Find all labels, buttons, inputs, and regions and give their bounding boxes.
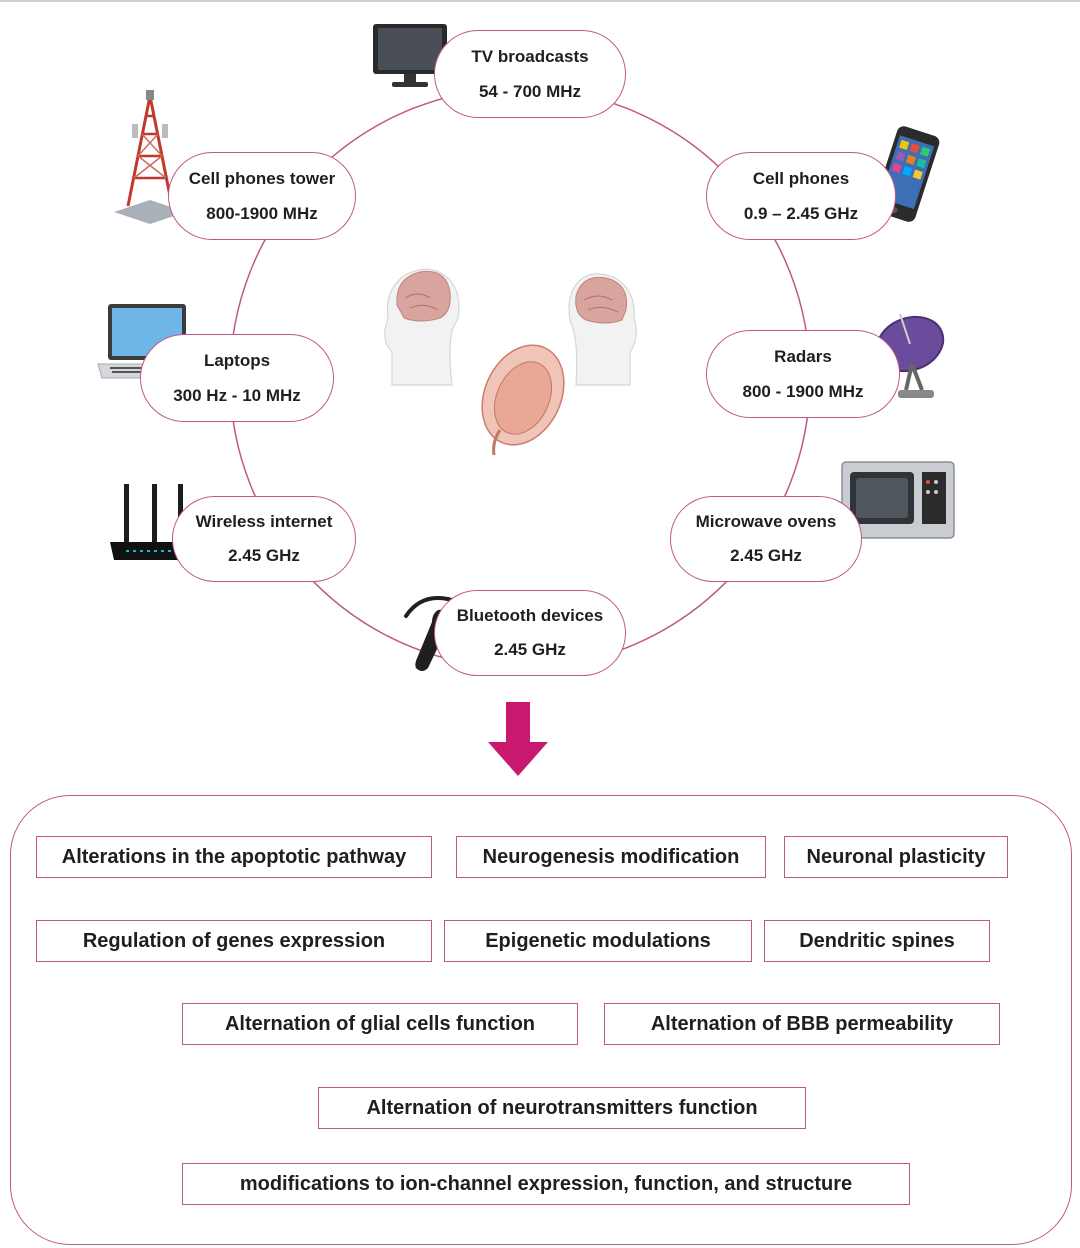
fetus-icon <box>481 344 565 456</box>
effect-epigenetic: Epigenetic modulations <box>444 920 752 962</box>
source-name: Cell phones tower <box>188 168 336 188</box>
source-cell-phones: Cell phones 0.9 – 2.45 GHz <box>706 152 896 240</box>
source-radars: Radars 800 - 1900 MHz <box>706 330 900 418</box>
source-name: Radars <box>774 346 832 366</box>
source-name: Microwave ovens <box>695 512 837 531</box>
effect-neurogenesis: Neurogenesis modification <box>456 836 766 878</box>
effect-bbb-permeability: Alternation of BBB permeability <box>604 1003 1000 1045</box>
effect-apoptotic-pathway: Alterations in the apoptotic pathway <box>36 836 432 878</box>
tv-icon <box>373 24 447 87</box>
source-name: Wireless internet <box>195 512 333 531</box>
source-microwave-ovens: Microwave ovens 2.45 GHz <box>670 496 862 582</box>
source-frequency: 2.45 GHz <box>730 546 802 565</box>
cell-tower-icon <box>114 90 186 224</box>
effect-ion-channel: modifications to ion-channel expression,… <box>182 1163 910 1205</box>
source-frequency: 2.45 GHz <box>494 640 566 659</box>
source-frequency: 2.45 GHz <box>228 546 300 565</box>
adult-head-left-icon <box>384 268 460 386</box>
effect-neuronal-plasticity: Neuronal plasticity <box>784 836 1008 878</box>
source-wireless-internet: Wireless internet 2.45 GHz <box>172 496 356 582</box>
source-bluetooth-devices: Bluetooth devices 2.45 GHz <box>434 590 626 676</box>
source-frequency: 800 - 1900 MHz <box>742 381 864 401</box>
down-arrow-icon <box>488 702 548 776</box>
effect-neurotransmitters: Alternation of neurotransmitters functio… <box>318 1087 806 1129</box>
source-name: TV broadcasts <box>471 46 589 66</box>
source-tv-broadcasts: TV broadcasts 54 - 700 MHz <box>434 30 626 118</box>
effect-glial-cells: Alternation of glial cells function <box>182 1003 578 1045</box>
source-frequency: 0.9 – 2.45 GHz <box>743 203 859 223</box>
source-frequency: 54 - 700 MHz <box>478 81 582 101</box>
top-divider <box>0 0 1080 2</box>
effect-dendritic-spines: Dendritic spines <box>764 920 990 962</box>
source-frequency: 300 Hz - 10 MHz <box>173 385 301 405</box>
adult-head-right-icon <box>568 273 637 386</box>
source-frequency: 800-1900 MHz <box>206 203 318 223</box>
effect-gene-expression: Regulation of genes expression <box>36 920 432 962</box>
source-cell-phones-tower: Cell phones tower 800-1900 MHz <box>168 152 356 240</box>
source-name: Bluetooth devices <box>456 606 604 625</box>
source-name: Cell phones <box>752 168 850 188</box>
effects-panel <box>10 795 1072 1245</box>
source-name: Laptops <box>203 350 271 370</box>
source-laptops: Laptops 300 Hz - 10 MHz <box>140 334 334 422</box>
microwave-icon <box>841 461 955 539</box>
